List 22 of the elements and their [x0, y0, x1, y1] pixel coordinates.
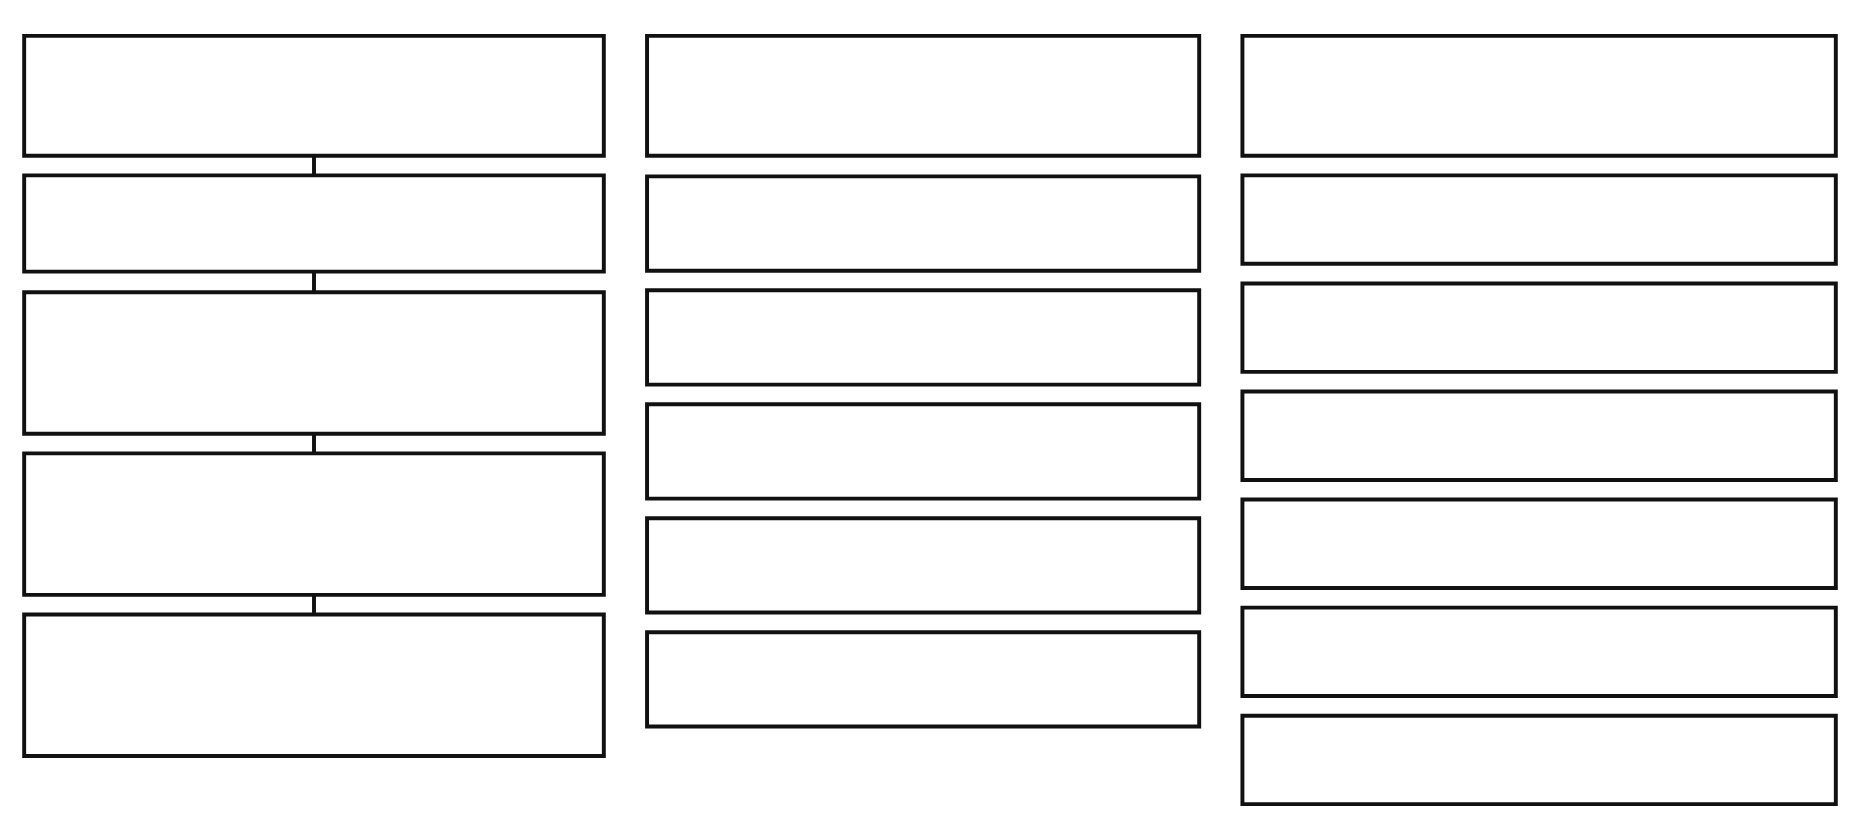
node-box	[645, 173, 1202, 272]
node-box	[1240, 712, 1838, 806]
node-box	[645, 515, 1202, 614]
node-box	[22, 450, 606, 596]
node-box	[1240, 496, 1838, 589]
node-box	[22, 289, 606, 435]
node-box	[22, 172, 606, 273]
node-box	[645, 629, 1202, 728]
node-box	[22, 32, 606, 157]
node-box	[1240, 172, 1838, 265]
node-box	[1240, 280, 1838, 373]
node-box	[1240, 388, 1838, 481]
connector	[312, 270, 316, 292]
node-box	[645, 32, 1202, 157]
node-box	[645, 287, 1202, 386]
node-box	[645, 401, 1202, 500]
node-box	[1240, 32, 1838, 157]
node-box	[1240, 604, 1838, 698]
connector	[312, 154, 316, 175]
connector	[312, 594, 316, 614]
node-box	[22, 611, 606, 757]
connector	[312, 433, 316, 452]
